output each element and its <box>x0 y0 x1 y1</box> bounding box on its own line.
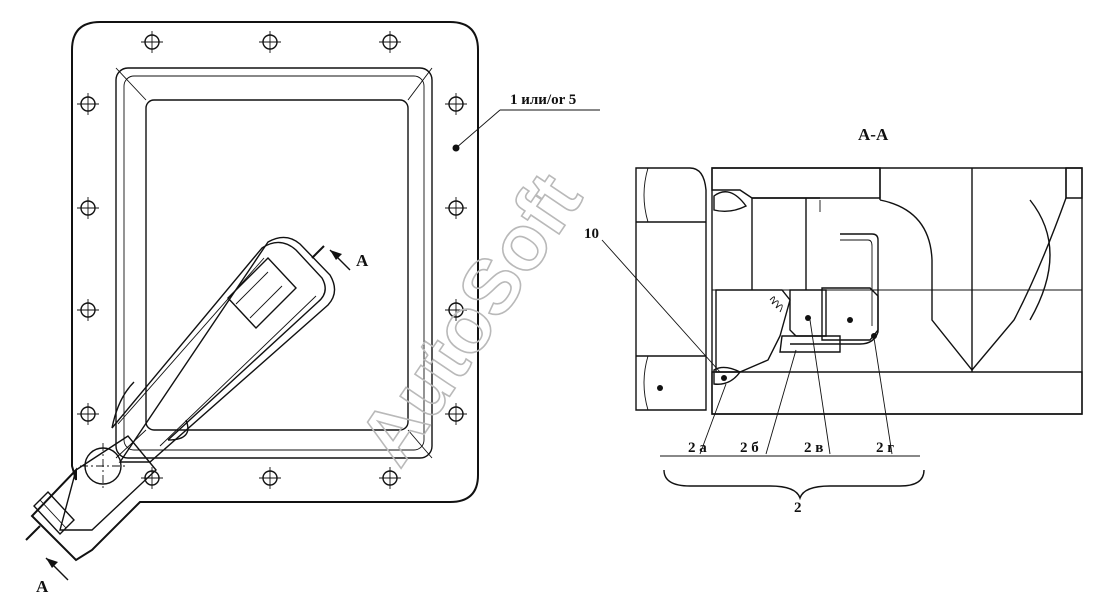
recess-outer <box>115 67 433 459</box>
section-letter-top: A <box>356 251 369 270</box>
bolt-hole-icon <box>379 31 401 53</box>
gasket-2a-bottom <box>713 366 742 385</box>
section-letter-bottom: A <box>36 577 49 596</box>
bolt-hole-icon <box>259 31 281 53</box>
plug-body <box>715 289 791 373</box>
group-label-2: 2 <box>794 500 802 516</box>
leader-part-1: 1 или/or 5 <box>452 92 600 152</box>
section-title: A-A <box>858 125 889 144</box>
section-view: A-A <box>584 125 1083 516</box>
section-marker-top: A <box>311 245 369 271</box>
bolt-holes <box>77 31 467 489</box>
section-marker-bottom: A <box>25 525 69 596</box>
label-2v: 2 в <box>804 440 823 456</box>
bolt-hole-icon <box>77 403 99 425</box>
bolt-hole-icon <box>77 299 99 321</box>
bolt-hole-icon <box>379 467 401 489</box>
recess-mid <box>123 75 425 451</box>
bolt-hole-icon <box>445 197 467 219</box>
part-label-1-or-5: 1 или/or 5 <box>510 92 576 108</box>
leader-10: 10 <box>584 226 721 373</box>
bolt-hole-icon <box>445 403 467 425</box>
drain-channel <box>33 236 336 536</box>
bolt-hole-icon <box>141 31 163 53</box>
label-2b: 2 б <box>740 440 759 456</box>
watermark: AutoSoft <box>341 157 598 479</box>
bolt-hole-icon <box>77 93 99 115</box>
gasket-2a <box>713 191 748 213</box>
recess-inner <box>145 99 409 431</box>
bolt-hole-icon <box>445 299 467 321</box>
bolt-hole-icon <box>141 467 163 489</box>
part-label-10: 10 <box>584 226 599 242</box>
seal-2v <box>789 289 827 337</box>
bolt-hole-icon <box>77 197 99 219</box>
right-housing <box>1065 167 1083 199</box>
cover-plate-view: A A 1 или/or 5 <box>25 21 600 596</box>
bolt-hole-icon <box>259 467 281 489</box>
flange-outline <box>30 21 479 562</box>
label-2a: 2 а <box>688 440 707 456</box>
label-2g: 2 г <box>876 440 894 456</box>
hex-nut <box>635 167 707 411</box>
housing-top <box>711 167 881 199</box>
valve-seat <box>821 287 879 341</box>
group-brace <box>663 469 925 501</box>
housing-bottom <box>711 371 1083 415</box>
bolt-hole-icon <box>445 93 467 115</box>
